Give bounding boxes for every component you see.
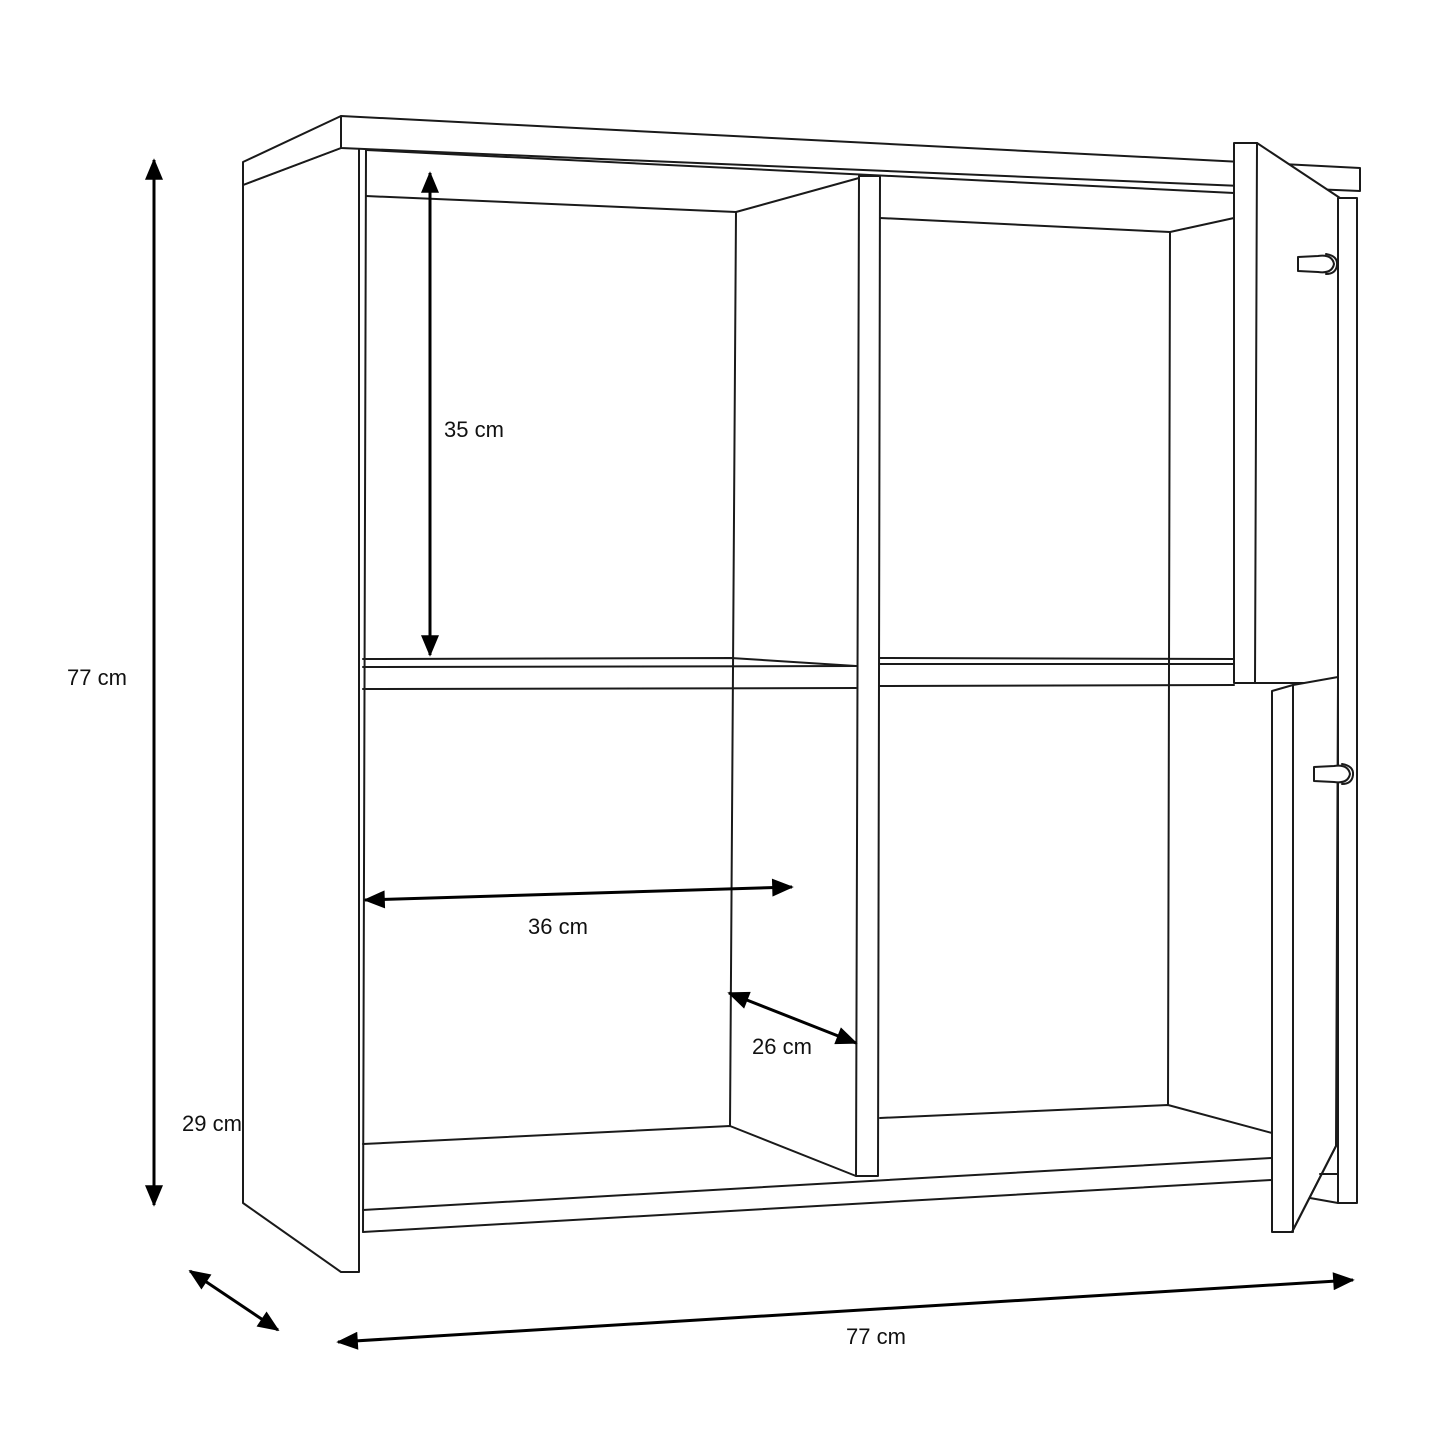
bottom-back-left <box>362 1125 857 1177</box>
top-inner-edge <box>365 149 1235 194</box>
dimension-arrows <box>145 158 1355 1350</box>
overall-depth-label: 29 cm <box>182 1111 242 1136</box>
left-inner-post <box>362 149 367 1233</box>
base-top <box>362 1157 1273 1211</box>
compartment-width-label: 36 cm <box>528 914 588 939</box>
upper-door-handle-icon <box>1297 253 1339 275</box>
door-handles <box>1297 253 1355 785</box>
overall-width-label: 77 cm <box>846 1324 906 1349</box>
overall-width-line <box>336 1272 1355 1350</box>
cabinet-panels <box>242 115 1361 1273</box>
shelf-height-label: 35 cm <box>444 417 504 442</box>
left-back-vertical <box>729 211 737 1127</box>
shelf-front-bottom <box>362 687 857 690</box>
cabinet-edges <box>362 142 1339 1233</box>
lower-door-handle-icon <box>1313 763 1355 785</box>
upper-door <box>1233 142 1341 684</box>
compartment-depth-label: 26 cm <box>752 1034 812 1059</box>
right-side-edge <box>1337 197 1358 1204</box>
plinth-right <box>1309 1173 1339 1204</box>
bottom-back-right <box>879 1104 1273 1134</box>
top-panel-side <box>242 115 342 186</box>
shelf-top-left <box>362 657 857 667</box>
center-divider <box>855 175 881 1177</box>
shelf-top-right <box>879 657 1235 660</box>
compartment-depth-line <box>727 991 858 1045</box>
overall-height-label: 77 cm <box>67 665 127 690</box>
overall-depth-line <box>188 1269 280 1332</box>
shelf-front-right-bottom <box>879 684 1235 687</box>
top-back-edge-right <box>879 217 1235 233</box>
compartment-width-line <box>363 878 794 909</box>
base-bottom <box>362 1179 1273 1233</box>
top-back-edge <box>365 177 860 213</box>
shelf-front-top <box>362 665 857 668</box>
upper-door-edge <box>1254 142 1258 684</box>
lower-door <box>1271 676 1339 1233</box>
right-back-vertical <box>1167 231 1171 1106</box>
left-side-panel <box>242 147 360 1273</box>
lower-door-bottom-diag <box>1291 1145 1337 1233</box>
